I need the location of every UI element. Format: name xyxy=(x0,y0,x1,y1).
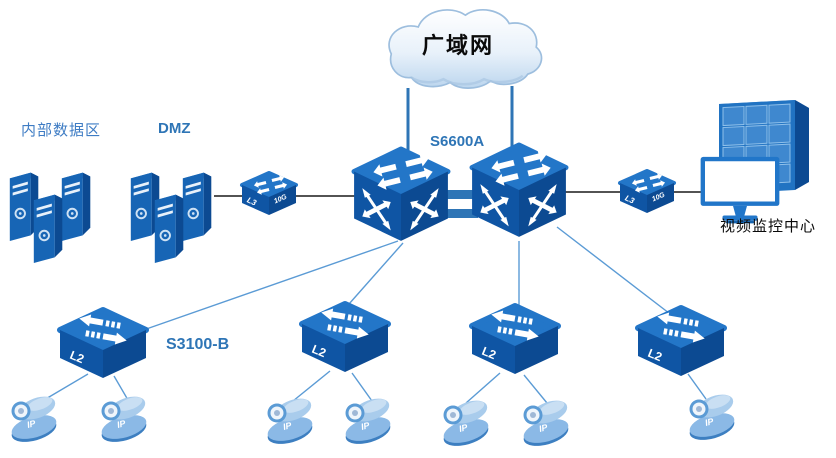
l2-switch-icon xyxy=(298,300,392,378)
l2-switch-icon xyxy=(56,306,150,384)
ip-camera-1: IP xyxy=(6,392,62,442)
link-core1-core2-a xyxy=(446,190,478,199)
dmz-zone-label: DMZ xyxy=(158,120,191,137)
l2-switch-icon xyxy=(468,302,562,380)
link-core1-core2-b xyxy=(446,209,478,218)
ip-camera-label: IP xyxy=(359,420,371,432)
link-l2-1-cam-1 xyxy=(43,373,89,401)
video-center-label: 视频监控中心 xyxy=(719,219,816,235)
link-l2-3-cam-6 xyxy=(523,374,548,404)
ip-camera-7: IP xyxy=(684,390,740,440)
ip-camera-3: IP xyxy=(262,394,318,444)
ip-camera-label: IP xyxy=(703,416,715,428)
l2-switch-4: L2 xyxy=(634,304,728,382)
link-l2-1-cam-2 xyxy=(113,375,129,401)
link-l2-2-cam-4 xyxy=(351,372,373,402)
link-l2-4-cam-7 xyxy=(687,373,707,400)
link-core1-l2-1 xyxy=(131,240,399,335)
l3-switch-right: L3 10G xyxy=(616,168,678,218)
ip-camera-label: IP xyxy=(25,418,37,430)
ip-camera-label: IP xyxy=(115,418,127,430)
ip-camera-5: IP xyxy=(438,396,494,446)
l2-switch-3: L2 xyxy=(468,302,562,380)
access-switch-label: S3100-B xyxy=(166,336,230,353)
server-icon xyxy=(151,188,189,264)
internal-zone-label: 内部数据区 xyxy=(21,123,102,139)
core-switch-icon xyxy=(468,142,570,242)
ip-camera-label: IP xyxy=(537,422,549,434)
core-switch-1 xyxy=(350,146,452,246)
link-core1-l2-2 xyxy=(348,242,404,305)
link-l2-2-cam-3 xyxy=(292,370,331,402)
l2-switch-icon xyxy=(634,304,728,382)
link-core2-l2-4 xyxy=(556,226,679,321)
l3-switch-icon xyxy=(238,170,300,220)
ip-camera-6: IP xyxy=(518,396,574,446)
ip-camera-label: IP xyxy=(281,420,293,432)
l3-switch-icon xyxy=(616,168,678,218)
link-l2-3-cam-5 xyxy=(465,372,501,404)
core-switch-label: S6600A xyxy=(430,133,485,150)
core-switch-icon xyxy=(350,146,452,246)
server-icon xyxy=(30,188,68,264)
ip-camera-label: IP xyxy=(457,422,469,434)
wan-cloud-label: 广域网 xyxy=(421,33,494,58)
server-cluster-dmz xyxy=(126,164,224,268)
server-cluster-internal xyxy=(5,164,103,268)
l3-switch-left: L3 10G xyxy=(238,170,300,220)
l2-switch-1: L2 xyxy=(56,306,150,384)
l2-switch-2: L2 xyxy=(298,300,392,378)
ip-camera-4: IP xyxy=(340,394,396,444)
ip-camera-2: IP xyxy=(96,392,152,442)
core-switch-2 xyxy=(468,142,570,242)
